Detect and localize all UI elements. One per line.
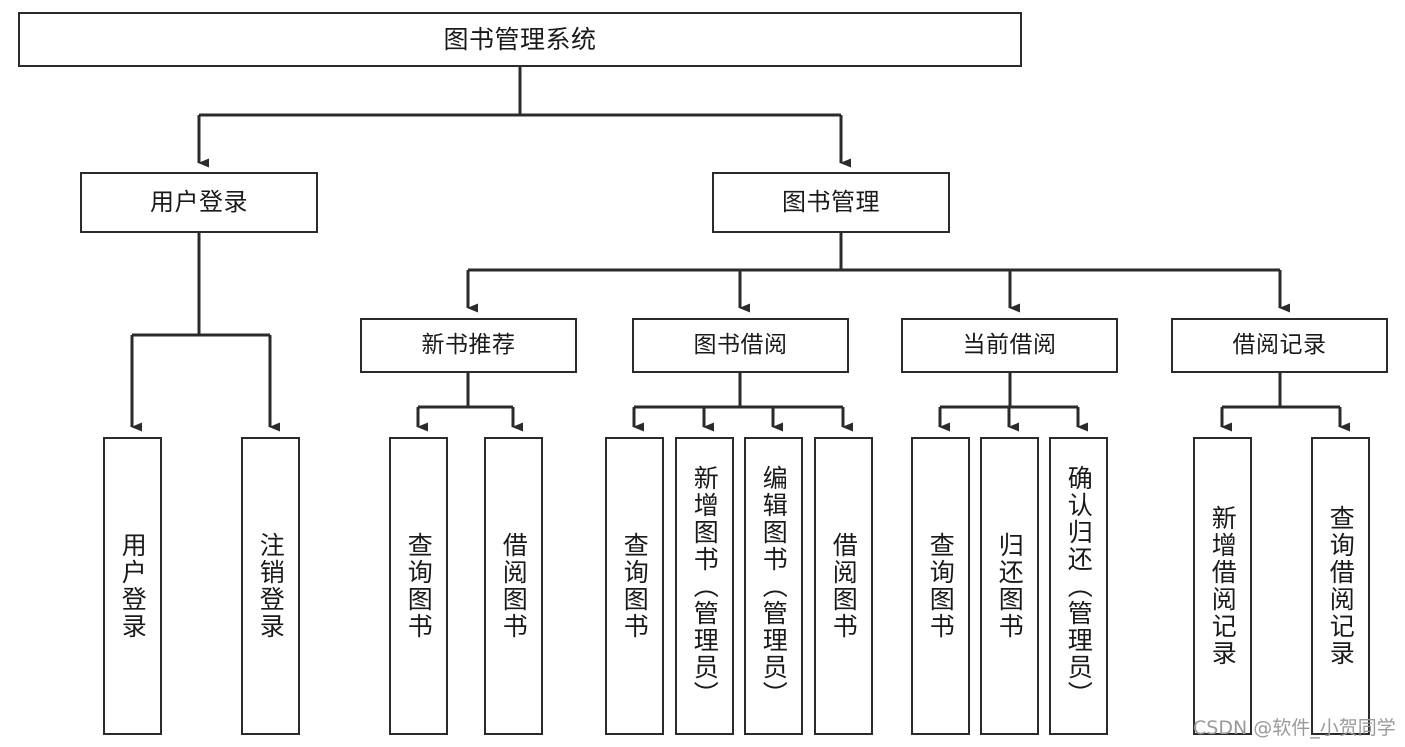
leaf-record-add-record[interactable]: 新增借阅记录 bbox=[1193, 437, 1252, 735]
leaf-current-query-book[interactable]: 查询图书 bbox=[911, 437, 970, 735]
leaf-user-login-login[interactable]: 用户登录 bbox=[103, 437, 162, 735]
csdn-watermark: CSDN @软件_小贺同学 bbox=[1193, 717, 1396, 739]
leaf-current-confirm-return-admin[interactable]: 确认归还（管理员） bbox=[1049, 437, 1108, 735]
node-user-login[interactable]: 用户登录 bbox=[80, 172, 318, 233]
leaf-current-query-book-label: 查询图书 bbox=[926, 532, 956, 640]
leaf-user-login-login-label: 用户登录 bbox=[118, 532, 148, 640]
node-book-borrow[interactable]: 图书借阅 bbox=[632, 318, 849, 373]
node-current-borrow-label: 当前借阅 bbox=[962, 331, 1057, 358]
leaf-new-book-borrow-label: 借阅图书 bbox=[499, 532, 529, 640]
node-current-borrow[interactable]: 当前借阅 bbox=[901, 318, 1118, 373]
node-book-borrow-label: 图书借阅 bbox=[693, 331, 788, 358]
leaf-borrow-edit-book-admin[interactable]: 编辑图书（管理员） bbox=[744, 437, 803, 735]
leaf-borrow-query-book-label: 查询图书 bbox=[620, 532, 650, 640]
leaf-record-add-record-label: 新增借阅记录 bbox=[1208, 505, 1238, 667]
leaf-current-return-book-label: 归还图书 bbox=[995, 532, 1025, 640]
leaf-borrow-borrow-book[interactable]: 借阅图书 bbox=[814, 437, 873, 735]
node-book-management-label: 图书管理 bbox=[782, 188, 880, 217]
leaf-borrow-query-book[interactable]: 查询图书 bbox=[605, 437, 664, 735]
leaf-borrow-add-book-admin-label: 新增图书（管理员） bbox=[690, 464, 720, 708]
leaf-new-book-borrow[interactable]: 借阅图书 bbox=[484, 437, 543, 735]
node-borrow-record[interactable]: 借阅记录 bbox=[1171, 318, 1388, 373]
leaf-record-query-record-label: 查询借阅记录 bbox=[1326, 505, 1356, 667]
node-root-system-label: 图书管理系统 bbox=[443, 24, 597, 54]
node-book-management[interactable]: 图书管理 bbox=[712, 172, 950, 233]
leaf-borrow-borrow-book-label: 借阅图书 bbox=[829, 532, 859, 640]
leaf-borrow-add-book-admin[interactable]: 新增图书（管理员） bbox=[675, 437, 734, 735]
leaf-current-return-book[interactable]: 归还图书 bbox=[980, 437, 1039, 735]
node-borrow-record-label: 借阅记录 bbox=[1232, 331, 1327, 358]
leaf-record-query-record[interactable]: 查询借阅记录 bbox=[1311, 437, 1370, 735]
node-new-book-recommend[interactable]: 新书推荐 bbox=[360, 318, 577, 373]
node-root-system[interactable]: 图书管理系统 bbox=[18, 12, 1022, 67]
leaf-current-confirm-return-admin-label: 确认归还（管理员） bbox=[1064, 464, 1094, 708]
leaf-new-book-query[interactable]: 查询图书 bbox=[389, 437, 448, 735]
node-user-login-label: 用户登录 bbox=[150, 188, 248, 217]
leaf-user-login-logout-label: 注销登录 bbox=[256, 532, 286, 640]
leaf-user-login-logout[interactable]: 注销登录 bbox=[241, 437, 300, 735]
leaf-borrow-edit-book-admin-label: 编辑图书（管理员） bbox=[759, 464, 789, 708]
leaf-new-book-query-label: 查询图书 bbox=[404, 532, 434, 640]
node-new-book-recommend-label: 新书推荐 bbox=[421, 331, 516, 358]
